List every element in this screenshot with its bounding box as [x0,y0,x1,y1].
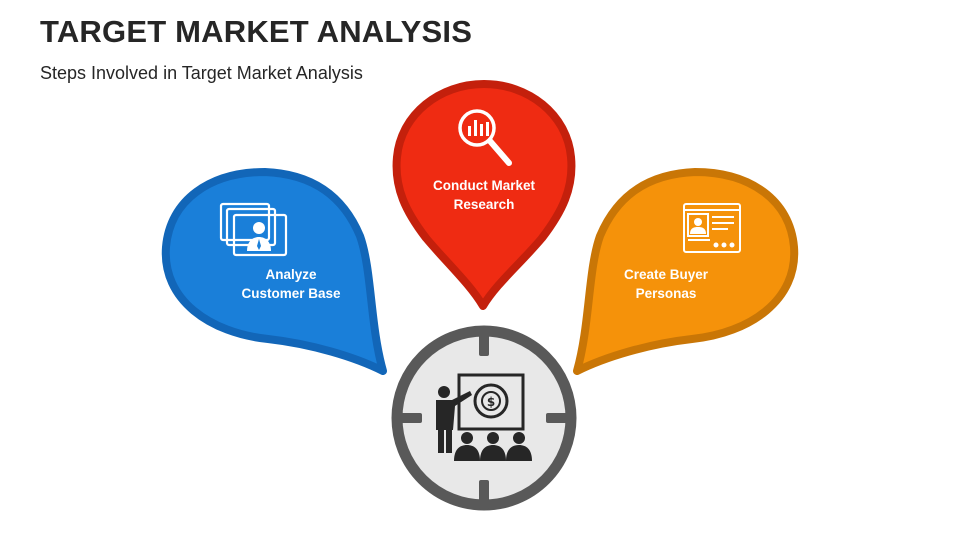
presentation-audience-icon: $ [436,373,532,461]
target-ring [391,325,577,511]
slide-title: TARGET MARKET ANALYSIS [40,14,473,49]
red-pin-shape [392,80,576,310]
step-create-buyer-personas: Create Buyer Personas [573,168,799,375]
step-research-label-line2: Research [454,197,515,212]
customer-profile-icon [219,202,288,257]
magnify-chart-icon [458,109,512,166]
svg-text:$: $ [487,395,495,409]
step-analyze-label-line1: Analyze [265,267,317,282]
step-analyze-label-line2: Customer Base [241,286,341,301]
step-research-label-line1: Conduct Market [433,178,536,193]
target-tick-right [546,413,576,423]
step-personas-label-line2: Personas [636,286,697,301]
target-tick-top [479,326,489,356]
persona-profile-icon [683,203,741,253]
target-tick-left [392,413,422,423]
step-personas-label-line1: Create Buyer [624,267,709,282]
target-tick-bottom [479,480,489,510]
slide-subtitle: Steps Involved in Target Market Analysis [40,63,363,83]
step-conduct-market-research: Conduct Market Research [392,80,576,310]
center-target: $ [391,325,577,511]
step-analyze-customer-base: Analyze Customer Base [161,168,387,375]
